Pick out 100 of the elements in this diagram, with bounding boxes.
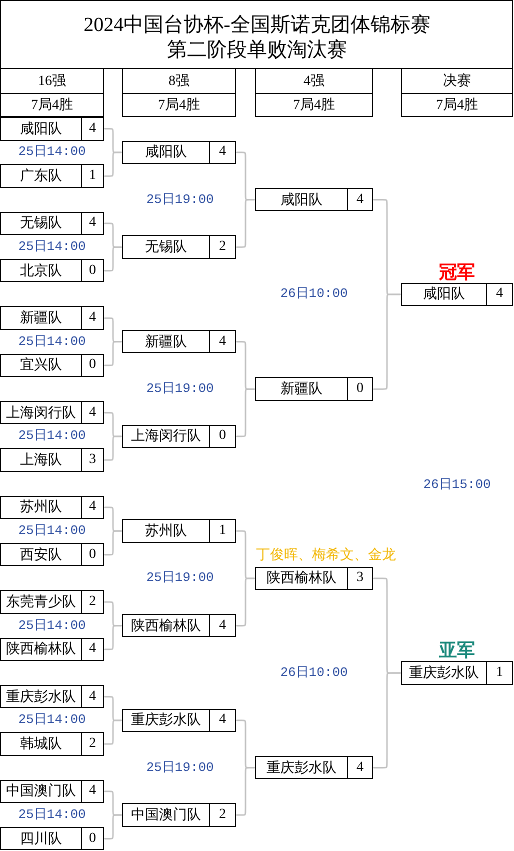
team-slot	[0, 354, 104, 378]
team-score: 1	[88, 167, 97, 186]
team-score: 4	[88, 120, 97, 138]
team-name: 无锡队	[1, 212, 82, 234]
team-slot	[0, 780, 104, 804]
team-score: 4	[88, 640, 97, 658]
bracket-line	[104, 436, 122, 461]
team-name: 咸阳队	[256, 188, 348, 210]
round-header	[255, 68, 373, 117]
team-slot	[0, 212, 104, 236]
team-name: 重庆彭水队	[402, 662, 487, 684]
bracket-line	[104, 814, 122, 840]
team-name: 苏州队	[1, 496, 82, 518]
match-time: 26日15:00	[423, 477, 491, 493]
team-name: 陕西榆林队	[1, 638, 82, 660]
team-score: 0	[88, 546, 97, 564]
round-name: 4强	[256, 69, 372, 94]
team-score: 4	[218, 711, 227, 730]
team-slot	[122, 614, 236, 638]
team-slot	[0, 117, 104, 140]
team-name: 四川队	[1, 828, 82, 850]
match-time: 25日19:00	[146, 760, 214, 776]
bracket-line	[104, 246, 122, 272]
team-slot	[0, 542, 104, 566]
team-score: 4	[88, 214, 97, 232]
team-score: 4	[88, 688, 97, 706]
team-slot	[122, 424, 236, 448]
team-name: 无锡队	[123, 236, 210, 258]
team-name: 咸阳队	[1, 118, 82, 140]
team-slot	[401, 282, 513, 306]
team-score: 0	[88, 830, 97, 848]
team-name: 东莞青少队	[1, 591, 82, 613]
bracket-line	[236, 578, 255, 626]
team-name: 上海队	[1, 449, 82, 471]
team-name: 广东队	[1, 165, 82, 187]
match-time: 25日14:00	[18, 712, 86, 728]
match-time: 25日14:00	[18, 523, 86, 540]
team-slot	[255, 377, 373, 401]
team-score: 1	[218, 522, 227, 540]
bracket-line	[104, 720, 122, 745]
runner-up-label: 亚军	[439, 640, 475, 660]
round-name: 决赛	[402, 69, 512, 94]
team-score: 4	[495, 285, 504, 304]
team-slot	[401, 661, 513, 685]
team-name: 中国澳门队	[123, 804, 210, 826]
match-time: 26日10:00	[280, 286, 348, 302]
team-slot	[122, 519, 236, 543]
team-score: 4	[88, 782, 97, 800]
team-score: 4	[88, 309, 97, 328]
team-score: 4	[218, 616, 227, 635]
match-time: 25日14:00	[18, 144, 86, 160]
match-time: 25日14:00	[18, 807, 86, 824]
team-name: 新疆队	[123, 330, 210, 352]
team-name: 新疆队	[1, 307, 82, 329]
team-slot	[0, 732, 104, 756]
team-slot	[0, 448, 104, 472]
team-score: 2	[88, 735, 97, 754]
champion-label: 冠军	[439, 262, 475, 282]
title: 2024中国台协杯-全国斯诺克团体锦标赛第二阶段单败淘汰赛	[82, 13, 432, 63]
team-score: 3	[356, 569, 364, 588]
match-time: 25日14:00	[18, 618, 86, 634]
round-name: 16强	[1, 69, 103, 94]
team-score: 4	[218, 143, 227, 162]
team-name: 重庆彭水队	[123, 710, 210, 732]
match-format: 7局4胜	[157, 96, 201, 115]
match-time: 25日19:00	[146, 570, 214, 586]
team-slot	[0, 306, 104, 330]
round-name: 8强	[123, 69, 235, 94]
team-slot	[0, 684, 104, 708]
match-time: 25日19:00	[146, 381, 214, 398]
team-name: 宜兴队	[1, 354, 82, 376]
team-slot	[255, 756, 373, 780]
team-score: 4	[356, 190, 364, 209]
team-score: 0	[88, 356, 97, 374]
match-format: 7局4胜	[435, 96, 479, 115]
round-header	[401, 68, 513, 117]
team-name: 陕西榆林队	[256, 568, 348, 590]
bracket-line	[104, 152, 122, 177]
bracket-line	[104, 340, 122, 366]
round-header	[0, 68, 104, 117]
team-score: 4	[218, 332, 227, 351]
team-score: 4	[88, 404, 97, 422]
team-slot	[0, 164, 104, 188]
team-name: 西安队	[1, 544, 82, 566]
match-format: 7局4胜	[30, 96, 74, 115]
team-name: 陕西榆林队	[123, 614, 210, 636]
match-time: 25日14:00	[18, 239, 86, 256]
team-name: 上海闵行队	[1, 402, 82, 424]
team-name: 上海闵行队	[123, 426, 210, 448]
team-slot	[0, 400, 104, 424]
team-slot	[255, 188, 373, 212]
team-slot	[122, 140, 236, 164]
team-slot	[122, 803, 236, 827]
team-score: 2	[88, 593, 97, 612]
team-score: 0	[88, 262, 97, 280]
team-score: 0	[356, 380, 364, 398]
team-name: 咸阳队	[402, 284, 487, 306]
bracket-line	[236, 388, 255, 438]
match-time: 25日19:00	[146, 192, 214, 208]
team-name: 咸阳队	[123, 142, 210, 164]
